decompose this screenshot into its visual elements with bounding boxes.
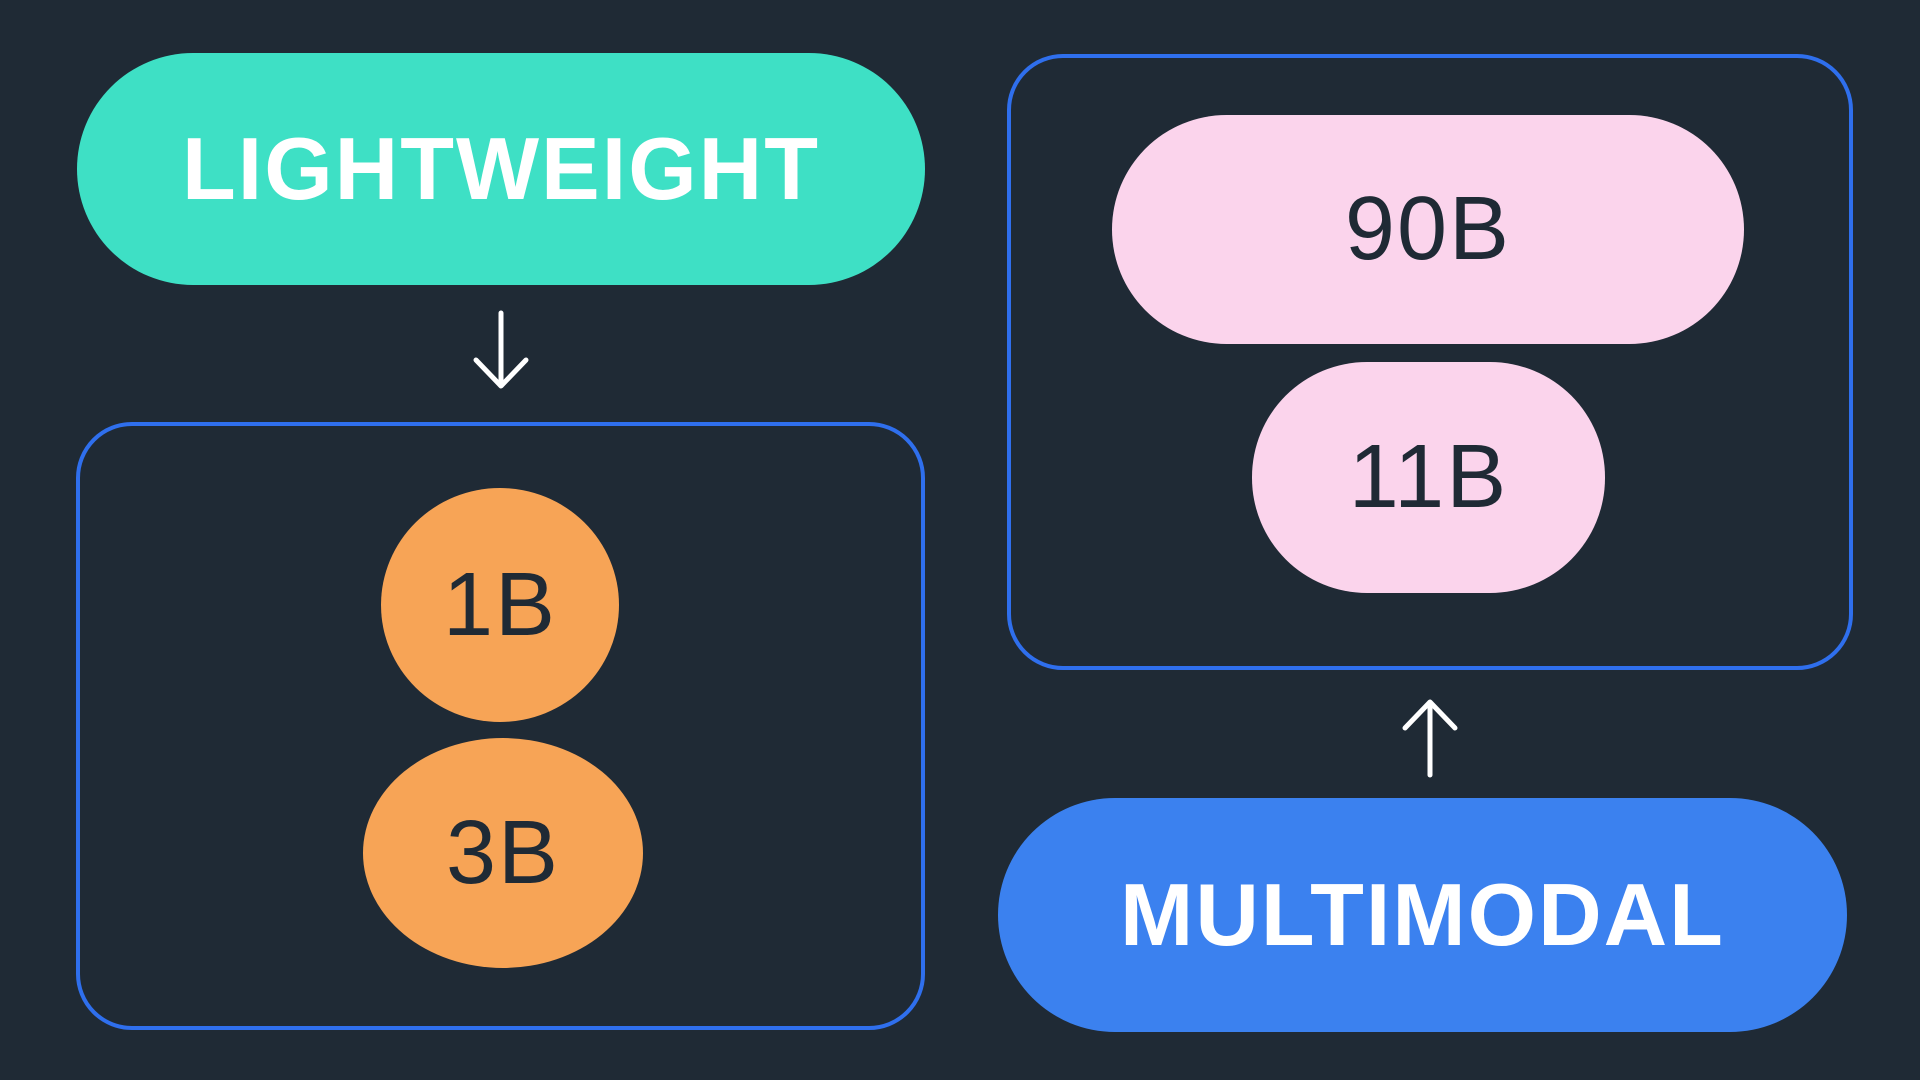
model-3b-label: 3B: [445, 802, 561, 903]
model-90b-pill: 90B: [1112, 115, 1744, 344]
model-11b-pill: 11B: [1252, 362, 1605, 593]
model-1b-label: 1B: [442, 554, 558, 655]
model-11b-label: 11B: [1348, 427, 1509, 527]
model-1b-circle: 1B: [381, 488, 619, 722]
multimodal-label-pill: MULTIMODAL: [998, 798, 1847, 1032]
down-arrow-icon: [473, 310, 529, 389]
multimodal-models-box: [1007, 54, 1853, 670]
lightweight-models-box: [76, 422, 925, 1030]
lightweight-label: LIGHTWEIGHT: [182, 119, 820, 218]
multimodal-label: MULTIMODAL: [1120, 865, 1725, 964]
up-arrow-icon: [1402, 699, 1458, 778]
model-3b-circle: 3B: [363, 738, 643, 968]
model-90b-label: 90B: [1344, 179, 1512, 279]
lightweight-label-pill: LIGHTWEIGHT: [77, 53, 925, 285]
